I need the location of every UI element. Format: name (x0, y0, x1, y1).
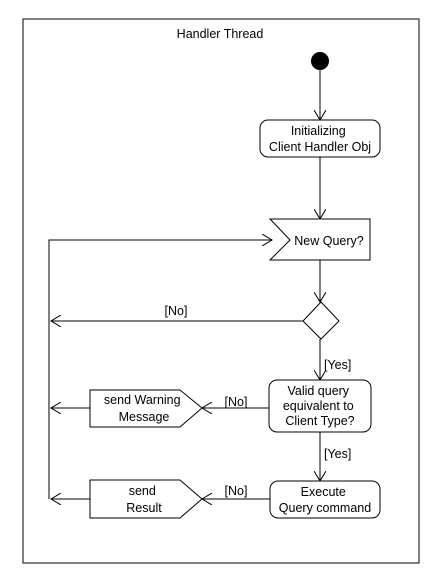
accept-event-new-query[interactable]: New Query? (268, 218, 371, 261)
edge-label-valid-query-no: [No] (225, 395, 248, 409)
action-execute-query[interactable]: Execute Query command (269, 480, 381, 519)
initial-node[interactable] (311, 52, 329, 70)
accept-event-new-query-label: New Query? (294, 234, 364, 248)
action-valid-query-label: Valid query equivalent to Client Type? (283, 384, 357, 428)
edge-label-execute-no: [No] (225, 484, 248, 498)
edge-label-valid-query-yes: [Yes] (324, 447, 351, 461)
edge-label-decision-no: [No] (165, 304, 188, 318)
edge-loop-back-to-new-query (48, 240, 272, 499)
send-signal-warning[interactable]: send Warning Message (89, 389, 203, 428)
send-signal-warning-label: send Warning Message (104, 393, 184, 424)
send-signal-result-label: send Result (126, 484, 162, 515)
send-signal-result[interactable]: send Result (89, 479, 203, 519)
action-initializing-label: Initializing Client Handler Obj (269, 124, 371, 154)
activity-title: Handler Thread (177, 27, 264, 41)
action-initializing-client-handler[interactable]: Initializing Client Handler Obj (259, 119, 381, 158)
action-valid-query[interactable]: Valid query equivalent to Client Type? (268, 379, 372, 433)
activity-frame (22, 18, 420, 564)
decision-node[interactable] (302, 301, 340, 340)
edge-label-decision-yes: [Yes] (324, 358, 351, 372)
action-execute-query-label: Execute Query command (279, 485, 371, 515)
edges (48, 70, 320, 499)
